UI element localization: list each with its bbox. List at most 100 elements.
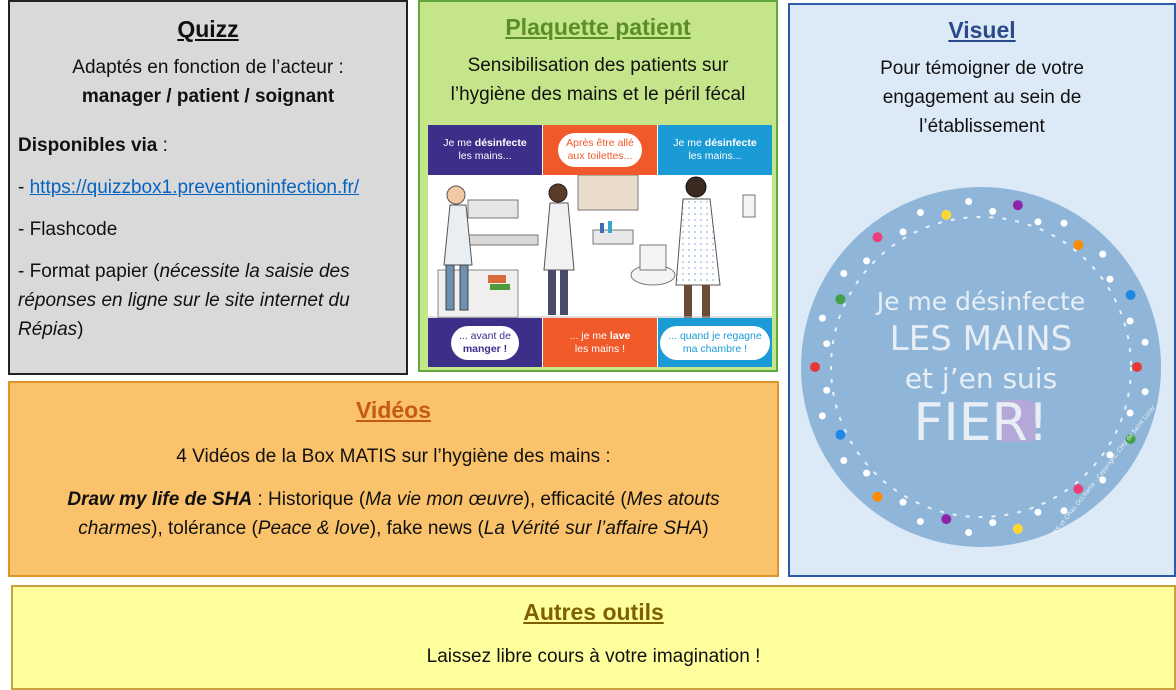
badge-line2: LES MAINS — [890, 319, 1072, 359]
visuel-title: Visuel — [948, 17, 1016, 43]
hand-mark — [1012, 523, 1023, 534]
dash: - — [18, 261, 30, 282]
autres-outils-panel: Autres outils Laissez libre cours à votr… — [11, 585, 1176, 690]
videos-text: ), efficacité ( — [523, 489, 627, 510]
tile-text: ... avant de — [459, 330, 511, 342]
tile-bold: manger ! — [462, 343, 508, 355]
videos-series-title: Draw my life de SHA — [67, 489, 253, 510]
videos-text: : Historique ( — [252, 489, 366, 510]
quizz-available-label: Disponibles via — [18, 135, 158, 156]
hand-mark — [1126, 409, 1134, 417]
quizz-paper-line: - Format papier (nécessite la saisie des… — [18, 257, 398, 344]
hand-mark — [1060, 507, 1068, 515]
visuel-text-line2: engagement au sein de — [882, 87, 1082, 108]
autres-title: Autres outils — [523, 599, 664, 625]
video-title-1: Ma vie mon œuvre — [365, 489, 524, 510]
hand-mark — [965, 529, 973, 536]
quizz-intro: Adaptés en fonction de l’acteur : — [72, 57, 344, 78]
hand-mark — [1099, 250, 1107, 258]
hand-mark — [989, 519, 997, 527]
plaquette-text: Sensibilisation des patients sur l’hygiè… — [420, 51, 776, 109]
hand-mark — [835, 294, 846, 305]
hand-mark — [1073, 484, 1084, 494]
hand-mark — [818, 412, 826, 420]
tile-text: ... quand je regagne — [668, 330, 762, 342]
hand-mark — [863, 469, 871, 477]
hand-mark — [941, 209, 952, 220]
hand-mark — [916, 518, 924, 525]
hand-mark — [1034, 508, 1042, 516]
quizz-available: Disponibles via : — [18, 131, 398, 160]
hand-mark — [1125, 290, 1136, 300]
videos-panel: Vidéos 4 Vidéos de la Box MATIS sur l’hy… — [8, 381, 779, 577]
visuel-text: Pour témoigner de votre engagement au se… — [790, 54, 1174, 141]
colored-hands-ring — [810, 198, 1149, 536]
hand-mark — [1106, 451, 1114, 459]
tile-text: les mains ! — [574, 343, 626, 355]
hand-mark — [1141, 388, 1149, 396]
dash: - — [18, 177, 30, 198]
videos-list: Draw my life de SHA : Historique (Ma vie… — [10, 485, 777, 543]
quizz-panel: Quizz Adaptés en fonction de l’acteur : … — [8, 0, 408, 375]
tile-text: aux toilettes... — [567, 150, 633, 162]
quizz-link-line: - https://quizzbox1.preventioninfection.… — [18, 173, 398, 202]
plaquette-text-line1: Sensibilisation des patients sur — [467, 55, 729, 76]
hand-mark — [899, 228, 907, 236]
badge-line3: et j’en suis — [905, 362, 1057, 395]
hand-mark — [989, 207, 997, 215]
visuel-text-line3: l’établissement — [919, 116, 1045, 137]
videos-text: ), fake news ( — [369, 518, 484, 539]
hand-mark — [1073, 240, 1084, 250]
hand-mark — [1012, 200, 1023, 211]
hand-mark — [899, 498, 907, 506]
tile-text: Après être allé — [566, 137, 634, 149]
hand-mark — [916, 209, 924, 216]
hand-mark — [1034, 218, 1042, 226]
video-title-3: Peace & love — [257, 518, 370, 539]
hand-mark — [872, 491, 883, 502]
dash: - — [18, 219, 30, 240]
video-title-4: La Vérité sur l’affaire SHA — [483, 518, 703, 539]
hand-mark — [810, 362, 820, 372]
quizz-audience: manager / patient / soignant — [81, 86, 335, 107]
plaquette-panel: Plaquette patient Sensibilisation des pa… — [418, 0, 778, 372]
badge-line4: FIER! — [913, 393, 1048, 453]
hand-mark — [1126, 317, 1134, 325]
tile-bold: lave — [609, 330, 631, 342]
visuel-panel: Visuel Pour témoigner de votre engagemen… — [788, 3, 1176, 577]
hand-mark — [965, 198, 973, 205]
tile-text: les mains... — [458, 150, 512, 162]
badge-line1: Je me désinfecte — [875, 287, 1086, 316]
hygiene-badge-image: Je me désinfecte LES MAINS et j’en suis … — [801, 187, 1161, 547]
plaquette-title: Plaquette patient — [505, 14, 691, 40]
hand-mark — [823, 386, 831, 394]
quizz-flashcode-line: - Flashcode — [18, 215, 398, 244]
videos-text: ), tolérance ( — [151, 518, 258, 539]
hand-mark — [835, 429, 846, 440]
tile-text: Je me — [673, 137, 702, 149]
hand-mark — [823, 340, 831, 348]
hand-mark — [1125, 434, 1136, 444]
hand-hygiene-illustration — [428, 175, 772, 318]
hand-mark — [818, 314, 826, 322]
quizz-flashcode: Flashcode — [29, 219, 118, 240]
visuel-text-line1: Pour témoigner de votre — [880, 58, 1084, 79]
hand-mark — [1106, 275, 1114, 283]
autres-text: Laissez libre cours à votre imagination … — [426, 646, 761, 667]
hand-mark — [1141, 338, 1149, 346]
tile-text: ... je me — [569, 330, 607, 342]
hand-mark — [840, 457, 848, 464]
videos-intro: 4 Vidéos de la Box MATIS sur l’hygiène d… — [176, 446, 611, 467]
tile-bold: désinfecte — [704, 137, 757, 149]
hand-mark — [863, 257, 871, 265]
quizzbox-link[interactable]: https://quizzbox1.preventioninfection.fr… — [29, 177, 360, 198]
quizz-title: Quizz — [177, 16, 239, 42]
quizz-paper-italic: nécessite la saisie des réponses en lign… — [18, 261, 350, 340]
hand-mark — [840, 270, 848, 277]
plaquette-text-line2: l’hygiène des mains et le péril fécal — [450, 84, 746, 105]
